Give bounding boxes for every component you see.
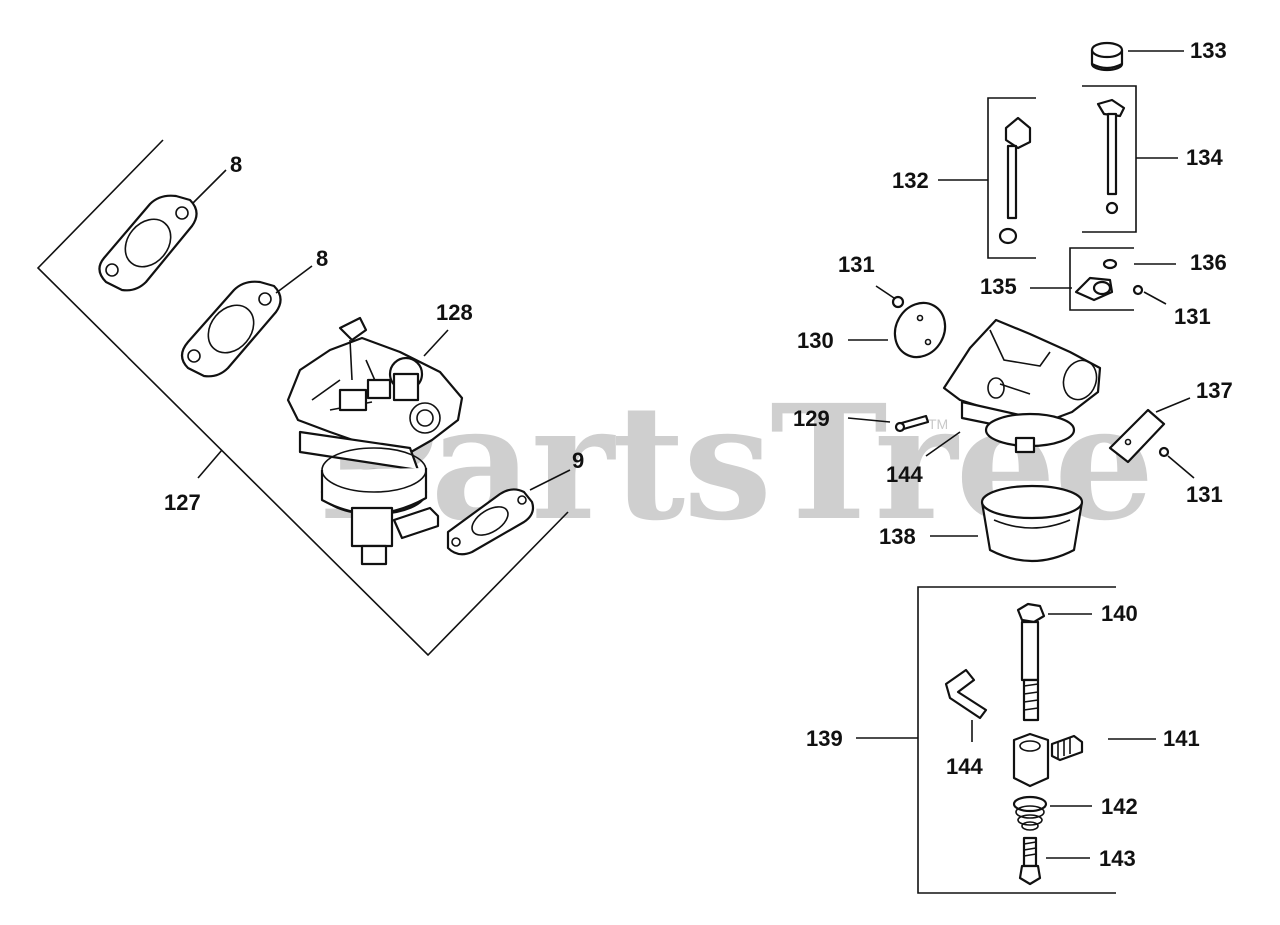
leader-144-a <box>925 431 961 457</box>
nut-136[interactable] <box>1102 258 1118 270</box>
leader-137 <box>1155 397 1191 413</box>
kit-135-bracket <box>1069 247 1134 311</box>
leader-131-a <box>875 285 895 299</box>
gasket-8-lower[interactable] <box>180 280 282 378</box>
diaphragm-130[interactable] <box>885 294 955 366</box>
screw-143[interactable] <box>1018 836 1042 886</box>
throttle-shaft-132[interactable] <box>998 116 1032 245</box>
assembly-127-bracket <box>36 139 569 657</box>
callout-134[interactable]: 134 <box>1186 145 1223 170</box>
leader-9 <box>529 469 571 491</box>
choke-plate-135[interactable] <box>1074 276 1114 302</box>
gasket-8-upper[interactable] <box>98 194 198 292</box>
leader-128 <box>423 329 449 357</box>
callout-127[interactable]: 127 <box>164 490 201 515</box>
leader-8-upper <box>192 169 227 204</box>
callout-135[interactable]: 135 <box>980 274 1017 299</box>
carburetor-assembly-128[interactable] <box>286 316 464 566</box>
callout-137[interactable]: 137 <box>1196 378 1233 403</box>
nut-body[interactable] <box>1012 732 1050 788</box>
callout-140[interactable]: 140 <box>1101 601 1138 626</box>
leader-131-b <box>1167 455 1195 479</box>
fuel-bowl-138[interactable] <box>980 484 1084 563</box>
kit-132-bracket <box>987 97 1036 259</box>
cap-133[interactable] <box>1090 41 1124 72</box>
callout-139[interactable]: 139 <box>806 726 843 751</box>
screw-129[interactable] <box>894 414 930 433</box>
callout-144-a[interactable]: 144 <box>886 462 923 487</box>
gasket-137[interactable] <box>1108 408 1166 464</box>
callout-8-lower[interactable]: 8 <box>316 246 329 271</box>
screw-131-c[interactable] <box>1132 284 1144 296</box>
kit-139-bracket <box>917 586 1116 894</box>
callout-138[interactable]: 138 <box>879 524 916 549</box>
screw-131-b[interactable] <box>1158 446 1170 458</box>
needle-shaft[interactable] <box>1020 620 1040 722</box>
callout-9[interactable]: 9 <box>572 448 585 473</box>
leader-127 <box>197 449 223 479</box>
callout-129[interactable]: 129 <box>793 406 830 431</box>
callout-143[interactable]: 143 <box>1099 846 1136 871</box>
callout-142[interactable]: 142 <box>1101 794 1138 819</box>
callout-131-c[interactable]: 131 <box>1174 304 1211 329</box>
callout-141[interactable]: 141 <box>1163 726 1200 751</box>
nut-140[interactable] <box>1016 602 1046 624</box>
leader-8-lower <box>275 265 313 294</box>
callout-8-upper[interactable]: 8 <box>230 152 243 177</box>
carburetor-body[interactable] <box>942 318 1102 454</box>
leader-129 <box>847 417 891 423</box>
screw-131-a[interactable] <box>891 295 905 309</box>
choke-shaft-134[interactable] <box>1096 98 1126 215</box>
leader-131-c <box>1143 291 1167 305</box>
kit-134-bracket <box>1082 85 1137 233</box>
fitting-141[interactable] <box>1050 734 1084 762</box>
callout-133[interactable]: 133 <box>1190 38 1227 63</box>
spring-142[interactable] <box>1012 795 1048 831</box>
callout-131-a[interactable]: 131 <box>838 252 875 277</box>
callout-131-b[interactable]: 131 <box>1186 482 1223 507</box>
watermark-trademark: TM <box>928 416 949 432</box>
callout-132[interactable]: 132 <box>892 168 929 193</box>
callout-130[interactable]: 130 <box>797 328 834 353</box>
callout-128[interactable]: 128 <box>436 300 473 325</box>
callout-144-b[interactable]: 144 <box>946 754 983 779</box>
hex-key-144[interactable] <box>944 668 988 720</box>
callout-136[interactable]: 136 <box>1190 250 1227 275</box>
gasket-9[interactable] <box>446 488 535 556</box>
